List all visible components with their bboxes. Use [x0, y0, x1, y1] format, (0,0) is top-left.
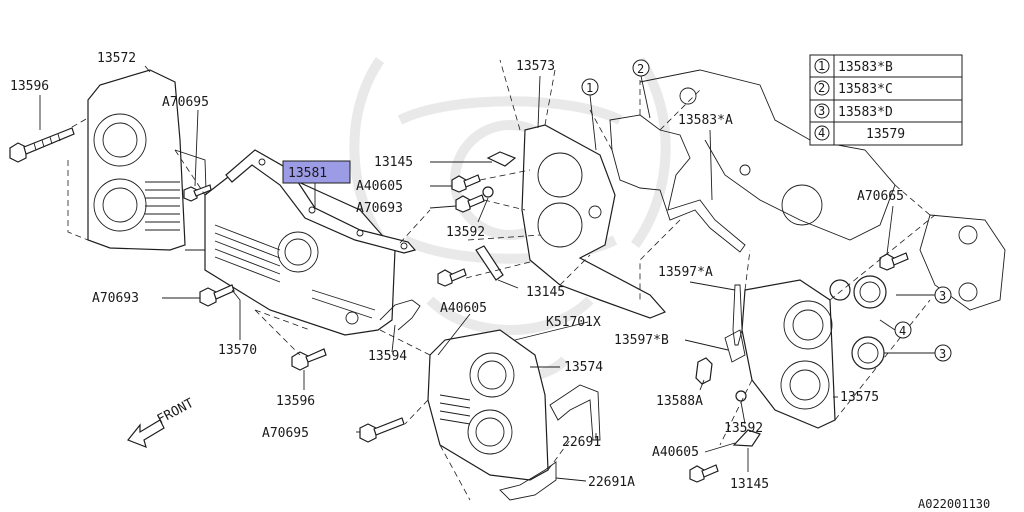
label-a70693-top: A70693 — [356, 201, 403, 216]
label-a70665: A70665 — [857, 189, 904, 204]
bolt-13596-bottom — [291, 348, 327, 371]
seal-13583d-a — [829, 279, 851, 301]
label-13583a: 13583*A — [678, 113, 733, 128]
bolt-a70665 — [879, 252, 909, 271]
circled-number-icon: 4 — [818, 126, 825, 140]
label-front: FRONT — [155, 396, 197, 428]
circled-number-icon: 3 — [818, 104, 825, 118]
hose-13145-mid — [475, 245, 504, 281]
circled-number-icon: 3 — [939, 289, 946, 303]
label-13145-bottom: 13145 — [730, 477, 769, 492]
bolt-13596-top — [9, 127, 75, 163]
bolt-a40605-mid — [437, 268, 467, 287]
label-13145-top: 13145 — [374, 155, 413, 170]
circled-number-icon: 2 — [637, 62, 644, 76]
label-k51701x: K51701X — [546, 315, 601, 330]
label-a70695-bottom: A70695 — [262, 426, 309, 441]
callout-4: 4 — [894, 321, 912, 339]
label-13572: 13572 — [97, 51, 136, 66]
callout-1: 1 — [581, 78, 599, 96]
label-13594: 13594 — [368, 349, 407, 364]
seal-13579 — [853, 275, 887, 309]
circled-number-icon: 4 — [899, 324, 906, 338]
callout-3-lower: 3 — [934, 344, 952, 362]
legend-row: 2 13583*C — [814, 80, 893, 97]
legend-part: 13583*D — [838, 105, 893, 120]
bracket-13588a — [695, 357, 713, 385]
label-a40605-mid: A40605 — [440, 301, 487, 316]
label-13592-top: 13592 — [446, 225, 485, 240]
callout-3-upper: 3 — [934, 286, 952, 304]
seal-13583d-b — [851, 336, 885, 370]
label-13581: 13581 — [288, 166, 327, 181]
legend-row: 3 13583*D — [814, 103, 893, 120]
bolt-a70693-left — [199, 284, 235, 307]
bolt-a70695-bottom — [359, 417, 405, 443]
label-22691a: 22691A — [588, 475, 635, 490]
leader-lines — [39, 65, 935, 482]
washer-13592-bottom — [735, 390, 747, 402]
label-13592-bottom: 13592 — [724, 421, 763, 436]
clip-13145-top — [486, 151, 517, 167]
gasket-13597a — [732, 284, 743, 346]
label-13597b: 13597*B — [614, 333, 669, 348]
label-13575: 13575 — [840, 390, 879, 405]
plate-13573 — [521, 124, 667, 319]
cover-13572 — [87, 69, 209, 251]
bracket-22691 — [549, 384, 601, 441]
legend-part: 13583*C — [838, 82, 893, 97]
label-a70693-left: A70693 — [92, 291, 139, 306]
bolt-a40605-bottom — [689, 464, 719, 483]
label-13596-top: 13596 — [10, 79, 49, 94]
label-a40605-top: A40605 — [356, 179, 403, 194]
bracket-22691a — [499, 461, 557, 501]
bolt-a70693-top — [455, 194, 485, 213]
legend-part: 13583*B — [838, 60, 893, 75]
clip-13145-bottom — [732, 429, 761, 447]
circled-number-icon: 1 — [818, 59, 825, 73]
front-arrow-icon — [127, 419, 165, 448]
legend-part: 13579 — [866, 127, 905, 142]
diagram-id: A022001130 — [918, 497, 990, 511]
legend-row: 4 13579 — [814, 125, 905, 142]
watermark-emblem-icon — [349, 57, 671, 384]
circled-number-icon: 3 — [939, 347, 946, 361]
label-13570: 13570 — [218, 343, 257, 358]
label-13145-mid: 13145 — [526, 285, 565, 300]
alignment-lines — [67, 59, 936, 501]
cover-13575 — [741, 279, 836, 429]
gasket-13597b — [724, 329, 746, 363]
bolt-a40605-top — [451, 174, 481, 193]
label-13597a: 13597*A — [658, 265, 713, 280]
highlight-box-13581 — [282, 160, 351, 184]
label-a40605-bottom: A40605 — [652, 445, 699, 460]
label-13573: 13573 — [516, 59, 555, 74]
washer-13592-top — [482, 186, 494, 198]
label-13588a: 13588A — [656, 394, 703, 409]
callout-2: 2 — [632, 59, 650, 77]
label-22691: 22691 — [562, 435, 601, 450]
gasket-13583a — [609, 114, 746, 253]
circled-number-icon: 2 — [818, 81, 825, 95]
cover-13574 — [427, 329, 549, 481]
legend-table: 1 13583*B 2 13583*C 3 13583*D 4 13579 — [809, 54, 963, 146]
legend-row: 1 13583*B — [814, 58, 893, 75]
label-13574: 13574 — [564, 360, 603, 375]
clip-13594 — [379, 299, 421, 331]
engine-outline-right — [919, 214, 1006, 311]
bolt-a70695-top — [183, 184, 212, 202]
circled-number-icon: 1 — [586, 81, 593, 95]
label-13596-bottom: 13596 — [276, 394, 315, 409]
label-a70695-top: A70695 — [162, 95, 209, 110]
